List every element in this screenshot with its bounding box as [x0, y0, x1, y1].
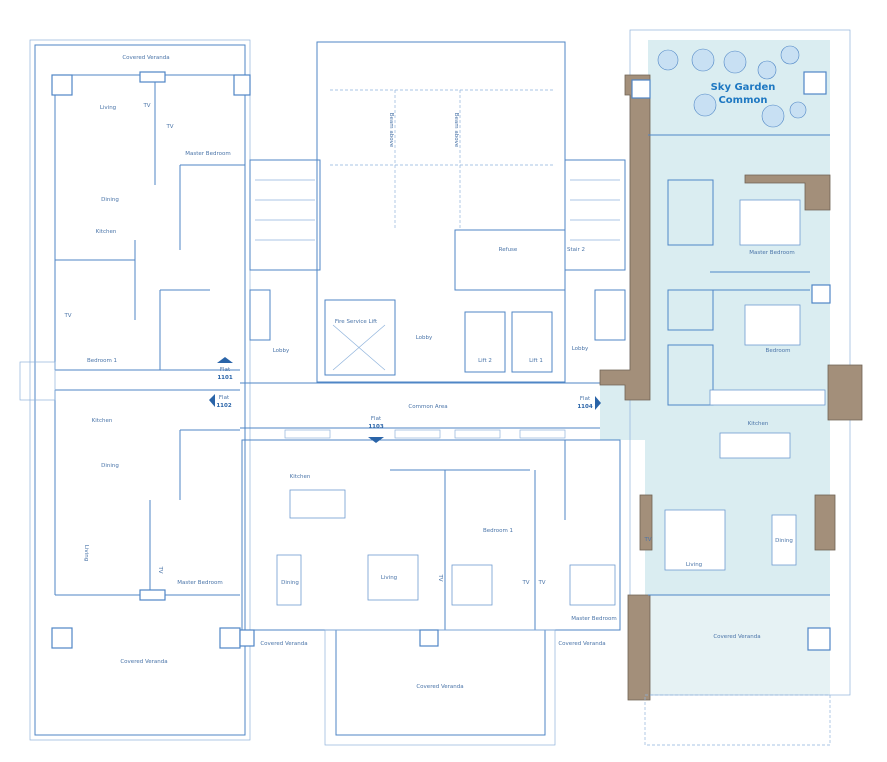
label-1103-bedroom1: Bedroom 1	[483, 528, 513, 534]
label-1101-kitchen: Kitchen	[96, 229, 117, 235]
label-1101-master-bedroom: Master Bedroom	[185, 151, 230, 157]
label-1101-veranda: Covered Veranda	[122, 55, 169, 61]
label-stair-2: Stair 2	[567, 247, 585, 253]
label-sky-garden-line2: Common	[718, 95, 767, 106]
label-lift-2: Lift 2	[478, 358, 492, 364]
label-1103-veranda-2: Covered Veranda	[558, 641, 605, 647]
label-1103-master-bedroom: Master Bedroom	[571, 616, 616, 622]
label-lift-1: Lift 1	[529, 358, 543, 364]
entrance-word: Flat	[220, 367, 231, 373]
entrance-word: Flat	[219, 395, 230, 401]
label-1101-tv3: TV	[63, 313, 71, 319]
flat-1104-walls	[599, 29, 863, 746]
label-lobby-1: Lobby	[273, 348, 290, 354]
entrance-flat-1104: Flat 1104	[577, 396, 592, 410]
label-1101-dining: Dining	[101, 197, 119, 203]
label-1102-dining: Dining	[101, 463, 119, 469]
label-1104-tv: TV	[643, 537, 651, 543]
flat-1101-1102-walls	[19, 39, 251, 741]
label-1102-veranda: Covered Veranda	[120, 659, 167, 665]
flat-1103-walls	[239, 439, 621, 746]
label-1103-veranda-3: Covered Veranda	[416, 684, 463, 690]
entrance-flat-1101: Flat 1101	[217, 367, 232, 381]
label-1102-tv: TV	[157, 565, 163, 573]
label-1103-living: Living	[381, 575, 397, 581]
label-1103-tv2: TV	[521, 580, 529, 586]
entrance-markers	[209, 357, 601, 443]
label-1101-tv2: TV	[165, 124, 173, 130]
label-1104-bedroom: Bedroom	[766, 348, 791, 354]
label-1102-master-bedroom: Master Bedroom	[177, 580, 222, 586]
label-1102-living: Living	[83, 545, 89, 561]
sky-garden-plants	[657, 45, 807, 128]
label-1104-kitchen: Kitchen	[748, 421, 769, 427]
label-refuse: Refuse	[499, 247, 518, 253]
entrance-word: Flat	[580, 396, 591, 402]
entrance-number: 1102	[216, 403, 231, 409]
label-fire-service-lift: Fire Service Lift	[335, 319, 378, 325]
label-1104-veranda: Covered Veranda	[713, 634, 760, 640]
room-labels: Covered Veranda Living TV TV Master Bedr…	[63, 55, 794, 690]
entrance-flat-1102: Flat 1102	[216, 395, 231, 409]
label-beam-above-1: Beam above	[388, 113, 394, 148]
label-1101-tv1: TV	[142, 103, 150, 109]
label-1103-tv1: TV	[437, 573, 443, 581]
label-1103-dining: Dining	[281, 580, 299, 586]
entrance-number: 1103	[368, 424, 383, 430]
label-1101-living: Living	[100, 105, 116, 111]
label-1103-tv3: TV	[537, 580, 545, 586]
label-1101-bedroom1: Bedroom 1	[87, 358, 117, 364]
label-lobby-3: Lobby	[572, 346, 589, 352]
label-common-area: Common Area	[408, 404, 447, 410]
entrance-number: 1101	[217, 375, 232, 381]
label-1104-master-bedroom: Master Bedroom	[749, 250, 794, 256]
label-lobby-2: Lobby	[416, 335, 433, 341]
label-1103-kitchen: Kitchen	[290, 474, 311, 480]
label-1104-dining: Dining	[775, 538, 793, 544]
entrance-flat-1103: Flat 1103	[368, 416, 383, 430]
label-sky-garden-line1: Sky Garden	[711, 82, 776, 93]
entrance-number: 1104	[577, 404, 592, 410]
label-1102-kitchen: Kitchen	[92, 418, 113, 424]
label-1103-veranda-1: Covered Veranda	[260, 641, 307, 647]
entrance-word: Flat	[371, 416, 382, 422]
label-1104-living: Living	[686, 562, 702, 568]
core-walls	[240, 41, 626, 439]
label-beam-above-2: Beam above	[453, 113, 459, 148]
